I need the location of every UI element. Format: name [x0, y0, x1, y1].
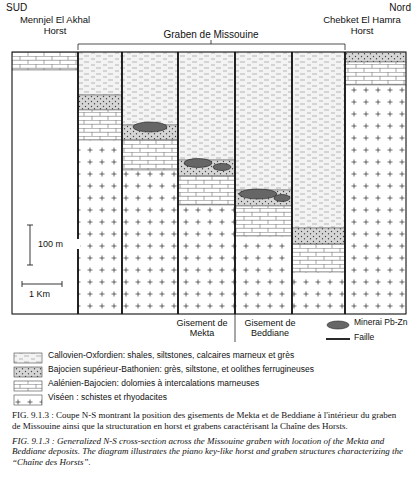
deposit-name: Gisement de Mekta [172, 318, 232, 339]
layer-swatch [14, 353, 42, 363]
rock-layer [292, 244, 345, 272]
fault-line [77, 52, 79, 314]
rock-layer [235, 236, 292, 314]
legend-text: Callovien-Oxfordien: shales, siltstones,… [48, 351, 408, 361]
legend-sample [14, 395, 42, 405]
rock-layer [78, 110, 122, 140]
vertical-scale-bar [27, 225, 33, 265]
section-frame [12, 52, 406, 314]
deposit-name: Gisement de Beddiane [238, 318, 302, 339]
fault-line [291, 52, 293, 314]
layer-swatch [14, 395, 42, 405]
fault-line [234, 52, 236, 314]
scale-label: 100 m [36, 239, 80, 249]
fault-line [121, 52, 123, 314]
horst-name: Mennjel El Akhal Horst [10, 15, 100, 37]
rock-layer [122, 52, 178, 125]
fault-line [177, 52, 179, 314]
rock-layer [78, 95, 122, 110]
ore-body [239, 189, 277, 199]
english-caption: FIG. 9.1.3 : Generalized N-S cross-secti… [12, 436, 407, 468]
legend-text: Aalénien-Bajocien: dolomies à intercalat… [48, 379, 408, 389]
ore-body [184, 159, 212, 168]
legend-sample [326, 339, 350, 340]
legend-text: Minerai Pb-Zn [354, 318, 416, 328]
direction-label: Nord [365, 2, 411, 14]
legend-sample [14, 367, 42, 377]
rock-layer [178, 52, 235, 160]
fault-swatch [326, 338, 350, 340]
legend-text: Bajocien supérieur-Bathonien: grès, silt… [48, 365, 408, 375]
ore-body [213, 164, 231, 171]
ore-body [274, 195, 290, 202]
scale-label: 1 Km [27, 289, 71, 299]
rock-layer [122, 170, 178, 314]
rock-layer [235, 52, 292, 190]
rock-layer [178, 205, 235, 314]
rock-layer [292, 52, 345, 228]
layer-swatch [14, 367, 42, 377]
graben-bracket [78, 40, 345, 50]
rock-layer [345, 52, 406, 62]
ore-body [133, 122, 167, 132]
rock-layer [78, 140, 122, 314]
layer-swatch [14, 381, 42, 391]
legend-text: Viséen : schistes et rhyodacites [48, 393, 408, 403]
legend-sample [14, 381, 42, 391]
rock-layer [12, 70, 78, 314]
figure-caption: FIG. 9.1.3 : Coupe N-S montrant la posit… [12, 410, 407, 432]
ore-swatch [327, 321, 349, 329]
legend-sample [327, 321, 349, 329]
rock-layer [122, 140, 178, 170]
rock-layer [345, 85, 406, 314]
rock-layer [12, 52, 78, 70]
rock-layer [235, 206, 292, 236]
horizontal-scale-bar [22, 281, 62, 287]
rock-layer [78, 52, 122, 95]
rock-layer [178, 176, 235, 205]
rock-layer [292, 228, 345, 244]
rock-layer [235, 190, 292, 206]
legend-text: Faille [354, 333, 416, 343]
legend-sample [14, 353, 42, 363]
fault-line [344, 52, 346, 314]
rock-layer [345, 62, 406, 85]
graben-name: Graben de Missouine [126, 29, 296, 41]
deposit-divider [235, 314, 236, 342]
geology [12, 40, 406, 342]
rock-layer [292, 272, 345, 314]
direction-label: SUD [6, 2, 46, 14]
horst-name: Chebket El Hamra Horst [316, 15, 408, 37]
